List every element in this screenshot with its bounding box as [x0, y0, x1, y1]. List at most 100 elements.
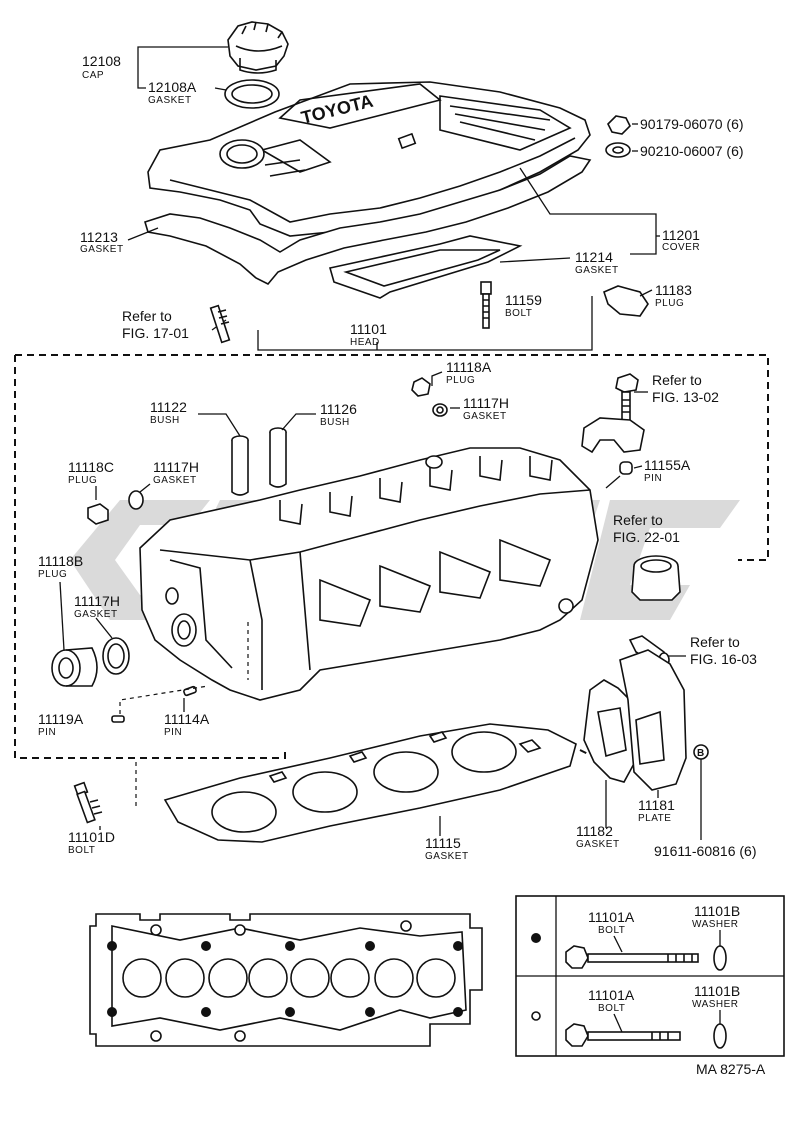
callout-11118b-number: 11118B [38, 553, 83, 569]
plug-11118a[interactable] [411, 377, 431, 397]
row2-washer-number: 11101B [694, 983, 740, 999]
reference-fig-16-03[interactable]: Refer to FIG. 16-03 [666, 634, 757, 667]
callout-11119a-number: 11119A [38, 711, 84, 727]
callout-91611-number: 91611-60816 (6) [654, 843, 756, 859]
callout-11122-desc: BUSH [150, 415, 180, 426]
washer-11101b[interactable] [713, 945, 727, 971]
callout-11117h-low-number: 11117H [74, 593, 120, 609]
cam-plug-11183[interactable] [603, 285, 649, 317]
callout-11101-desc: HEAD [350, 337, 380, 348]
row1-bolt-number: 11101A [588, 909, 635, 925]
callout-11213-desc: GASKET [80, 244, 124, 255]
washer-90210[interactable] [605, 142, 631, 158]
callout-11119a-desc: PIN [38, 727, 56, 738]
head-gasket-11115[interactable] [163, 723, 577, 843]
head-bolt-11101a-short[interactable] [565, 1023, 681, 1047]
plug-11118b[interactable] [51, 647, 98, 687]
callout-11114a-desc: PIN [164, 727, 182, 738]
reference-fig-16-03-line2: FIG. 16-03 [690, 651, 757, 667]
bush-11126[interactable] [269, 427, 287, 488]
bearing-cap[interactable] [581, 417, 645, 454]
gasket-11117h-low[interactable] [102, 637, 130, 675]
open-dot-marker [531, 1011, 541, 1021]
callout-11201: 11201 COVER 11214 GASKET [499, 167, 700, 276]
washer-11101b-row2[interactable] [713, 1023, 727, 1049]
pin-11155a[interactable] [619, 461, 633, 475]
callout-11181-number: 11181 [638, 797, 675, 813]
table-row-1: 11101A BOLT 11101B WASHER [531, 903, 740, 971]
callout-11155a-number: 11155A [644, 457, 691, 473]
row2-bolt-number: 11101A [588, 987, 635, 1003]
callout-12108a-number: 12108A [148, 79, 197, 95]
callout-11159-desc: BOLT [505, 308, 532, 319]
reference-fig-17-01[interactable]: Refer to FIG. 17-01 [122, 308, 227, 341]
row2-bolt-desc: BOLT [598, 1003, 625, 1014]
reference-fig-13-02[interactable]: Refer to FIG. 13-02 [634, 372, 719, 405]
callout-11117h-low-desc: GASKET [74, 609, 118, 620]
spark-plug-gasket-11214[interactable] [328, 235, 523, 299]
stud-bolt[interactable] [209, 304, 231, 344]
nut-90179[interactable] [607, 115, 631, 135]
cover-gasket-11213[interactable] [144, 155, 592, 285]
reference-fig-13-02-line1: Refer to [652, 372, 702, 388]
callout-11183-desc: PLUG [655, 298, 684, 309]
plug-11118c[interactable] [87, 503, 109, 525]
bush-11122[interactable] [231, 435, 249, 496]
bolt-11159[interactable] [480, 281, 492, 329]
callout-11126-number: 11126 [320, 401, 357, 417]
head-bolt-pattern-view [89, 913, 483, 1047]
leader-head-pin [605, 475, 621, 489]
bolt-washer-table [515, 895, 785, 1057]
filled-dot-marker [531, 933, 541, 943]
oil-filler-cap-12108[interactable] [227, 21, 289, 74]
callout-11181-desc: PLATE [638, 813, 671, 824]
callout-11118c-desc: PLUG [68, 475, 97, 486]
callout-11182-desc: GASKET [576, 839, 620, 850]
reference-fig-17-01-line2: FIG. 17-01 [122, 325, 189, 341]
reference-fig-16-03-line1: Refer to [690, 634, 740, 650]
diagram-code: MA 8275-A [696, 1061, 766, 1077]
plate-11181[interactable] [619, 649, 687, 791]
callout-11114a-number: 11114A [164, 711, 210, 727]
gasket-11117h-top[interactable] [432, 403, 448, 417]
row1-washer-desc: WASHER [692, 919, 739, 930]
pin-11114a[interactable] [183, 685, 197, 697]
gasket-11117h-top-inner [436, 406, 444, 414]
callout-11214-desc: GASKET [575, 265, 619, 276]
reference-fig-17-01-line1: Refer to [122, 308, 172, 324]
callout-11117h-top-number: 11117H [463, 395, 509, 411]
callout-11117h-left-desc: GASKET [153, 475, 197, 486]
row1-washer-number: 11101B [694, 903, 740, 919]
callout-11117h-top-desc: GASKET [463, 411, 507, 422]
callout-12108-number: 12108 [82, 53, 121, 69]
gasket-11117h-left[interactable] [128, 490, 144, 510]
callout-11118a-number: 11118A [446, 359, 492, 375]
reference-fig-22-01[interactable]: Refer to FIG. 22-01 [613, 512, 680, 545]
callout-11183-number: 11183 [655, 282, 692, 298]
callout-11213-number: 11213 [80, 229, 118, 245]
table-row-2: 11101A BOLT 11101B WASHER [531, 983, 740, 1049]
callout-90210-number: 90210-06007 (6) [640, 143, 744, 159]
cylinder-head-11101[interactable] [139, 447, 599, 701]
reference-fig-22-01-line1: Refer to [613, 512, 663, 528]
callout-11201-desc: COVER [662, 242, 700, 253]
row2-washer-desc: WASHER [692, 999, 739, 1010]
callout-11115-desc: GASKET [425, 851, 469, 862]
bearing-cap-bolt[interactable] [615, 373, 639, 423]
leader-11213 [127, 227, 159, 241]
callout-12108-desc: CAP [82, 70, 104, 81]
marker-b-label: B [697, 748, 705, 759]
callout-11118b-desc: PLUG [38, 569, 67, 580]
callout-11201-number: 11201 [662, 227, 700, 243]
bolt-11101d[interactable] [73, 781, 103, 824]
gasket-11182[interactable] [583, 679, 637, 783]
callout-11117h-left-number: 11117H [153, 459, 199, 475]
callout-11122-number: 11122 [150, 399, 187, 415]
pin-11119a[interactable] [111, 715, 125, 723]
reference-fig-13-02-line2: FIG. 13-02 [652, 389, 719, 405]
water-outlet-housing[interactable] [631, 555, 681, 601]
callout-90179-number: 90179-06070 (6) [640, 116, 744, 132]
head-bolt-11101a-long[interactable] [565, 945, 699, 969]
row1-bolt-desc: BOLT [598, 925, 625, 936]
callout-11101: 11101 HEAD [257, 296, 593, 351]
